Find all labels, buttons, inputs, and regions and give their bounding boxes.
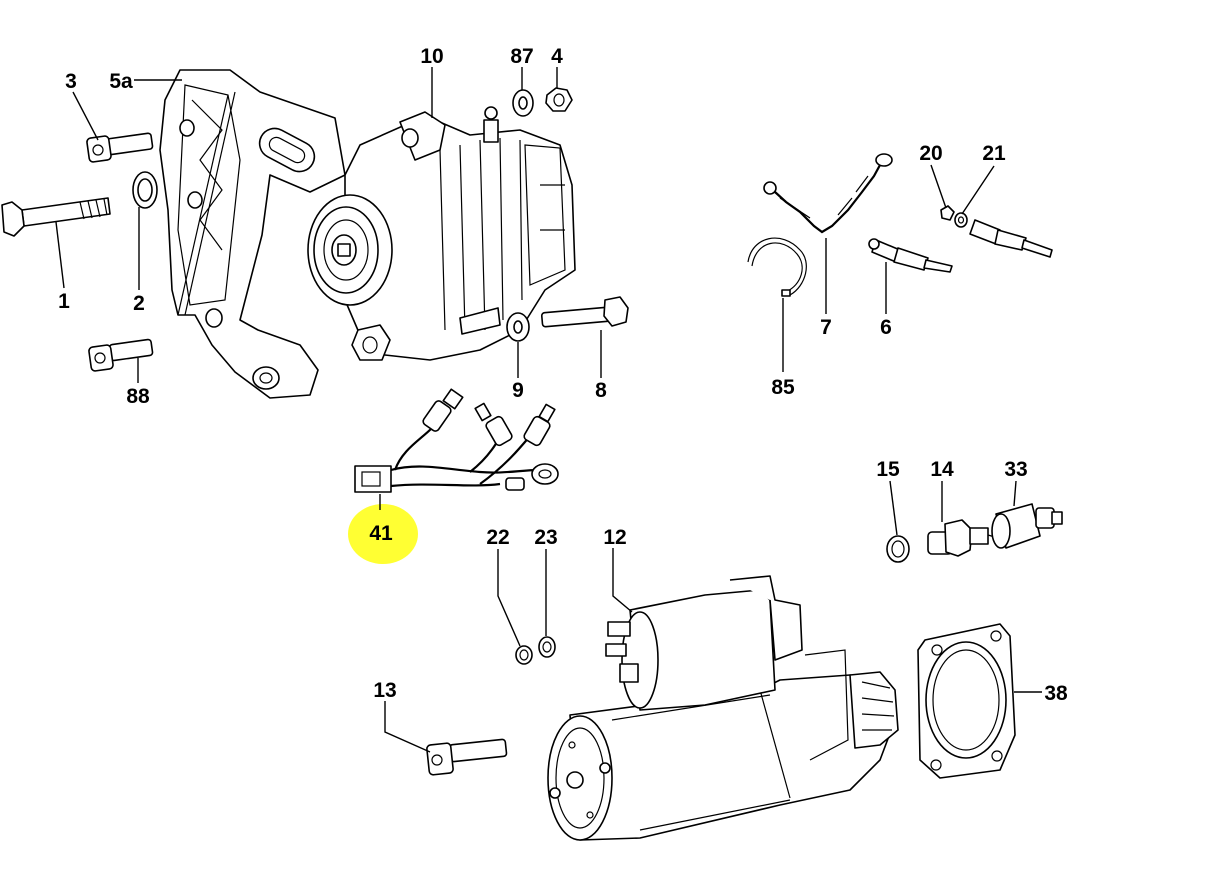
callout-13: 13: [373, 679, 396, 702]
bolt-3: [86, 132, 154, 163]
callout-1: 1: [58, 290, 70, 313]
connector-33: [991, 503, 1063, 549]
callout-10: 10: [420, 45, 443, 68]
bolt-13: [426, 738, 508, 776]
flange-gasket-38: [917, 623, 1016, 779]
callout-9: 9: [512, 379, 524, 402]
callout-8: 8: [595, 379, 607, 402]
callout-14: 14: [930, 458, 954, 481]
callout-85: 85: [771, 376, 795, 399]
leader-lines: [55, 67, 1042, 753]
callout-88: 88: [126, 385, 150, 408]
callout-87: 87: [510, 45, 533, 68]
callout-21: 21: [982, 142, 1006, 165]
callout-41: 41: [369, 522, 393, 545]
callout-20: 20: [919, 142, 942, 165]
alternator-bracket: [159, 69, 346, 399]
callout-22: 22: [486, 526, 509, 549]
bolt-8: [540, 296, 629, 328]
glow-plug-6: [868, 238, 953, 273]
bolt-88: [88, 338, 154, 372]
washer-2: [132, 171, 158, 209]
sensor-14: [927, 519, 999, 557]
bolt-1: [1, 197, 111, 237]
callout-33: 33: [1004, 458, 1027, 481]
callout-15: 15: [876, 458, 900, 481]
highlight-marker: [348, 504, 418, 564]
callout-12: 12: [603, 526, 626, 549]
nut-22: [515, 645, 533, 665]
glow-plug-21: [969, 219, 1053, 258]
washer-87: [512, 89, 534, 117]
callout-5a: 5a: [109, 70, 133, 93]
nut-20: [940, 205, 955, 221]
wiring-harness-41: [354, 388, 559, 493]
callout-6: 6: [880, 316, 892, 339]
callout-4: 4: [551, 45, 563, 68]
callout-3: 3: [65, 70, 77, 93]
callout-labels: 1 2 3 5a 88 10 87 4 9 8 20 21 7 6 85 41 …: [58, 45, 1068, 705]
callout-7: 7: [820, 316, 832, 339]
starter-motor: [547, 575, 899, 841]
glow-plug-wire-7: [763, 153, 893, 234]
callout-23: 23: [534, 526, 557, 549]
washer-23: [538, 636, 556, 658]
alternator: [307, 106, 576, 361]
washer-21: [954, 212, 968, 228]
callout-38: 38: [1044, 682, 1068, 705]
washer-15: [886, 535, 910, 563]
nut-4: [545, 87, 573, 112]
clip-85: [747, 237, 807, 297]
washer-9: [506, 312, 530, 342]
callout-2: 2: [133, 292, 145, 315]
